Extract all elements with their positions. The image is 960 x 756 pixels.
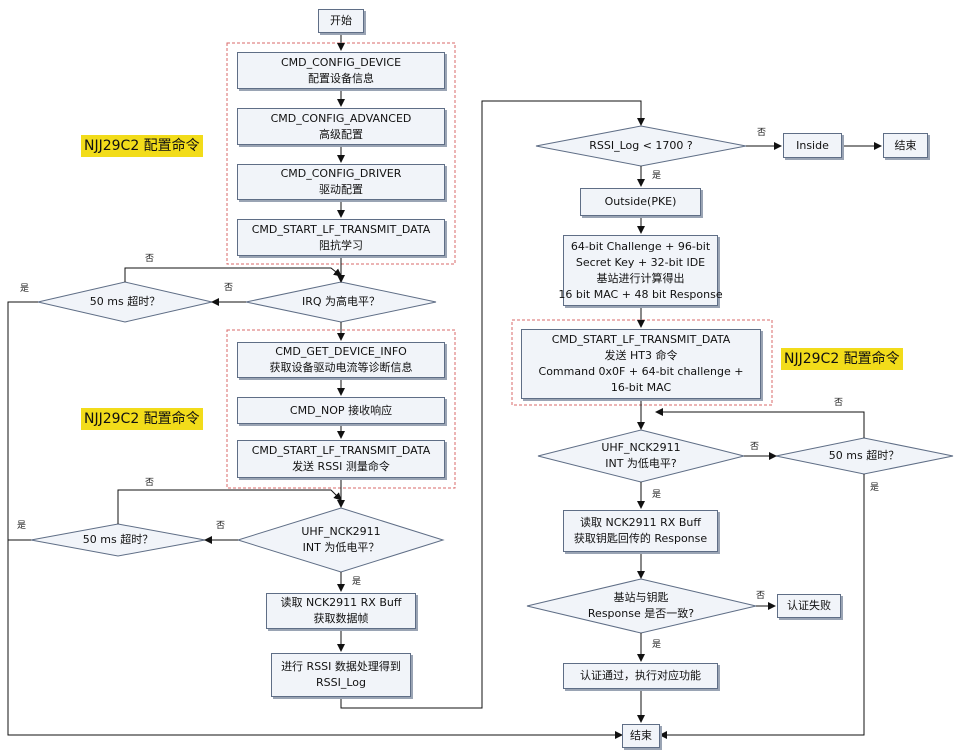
end-bottom-text: 结束: [630, 729, 652, 742]
timeout-1-text: 50 ms 超时？: [89, 295, 161, 308]
start-lf-ht3-line1: CMD_START_LF_TRANSMIT_DATA: [551, 333, 731, 346]
config-device-desc: 配置设备信息: [308, 71, 374, 85]
rssi-yes-label: 是: [652, 171, 662, 181]
config-driver-box: CMD_CONFIG_DRIVER 驱动配置: [237, 164, 445, 200]
config-advanced-desc: 高级配置: [319, 127, 363, 141]
compute-line1: 64-bit Challenge + 96-bit: [570, 239, 711, 253]
start-lf-impedance-desc: 阻抗学习: [319, 238, 363, 252]
config-driver-desc: 驱动配置: [319, 183, 363, 196]
auth-fail-box: 认证失败: [777, 594, 841, 618]
read-key-response-line2: 获取钥匙回传的 Response: [573, 532, 708, 545]
start-lf-ht3-line4: 16-bit MAC: [610, 381, 672, 394]
timeout2-yes-label: 是: [17, 521, 27, 531]
start-lf-impedance-cmd: CMD_START_LF_TRANSMIT_DATA: [251, 222, 431, 236]
get-device-info-box: CMD_GET_DEVICE_INFO 获取设备驱动电流等诊断信息: [237, 342, 445, 378]
config-advanced-box: CMD_CONFIG_ADVANCED 高级配置: [237, 108, 445, 145]
irq-no-label: 否: [224, 283, 234, 293]
get-device-info-desc: 获取设备驱动电流等诊断信息: [269, 361, 413, 374]
uhf-int-right-label: UHF_NCK2911 INT 为低电平?: [571, 440, 711, 472]
uhf-right-yes-label: 是: [652, 490, 662, 500]
start-lf-ht3-line3: Command 0x0F + 64-bit challenge +: [538, 365, 744, 378]
nop-text: CMD_NOP 接收响应: [289, 403, 393, 417]
start-node: 开始: [318, 9, 364, 33]
compute-box: 64-bit Challenge + 96-bit Secret Key + 3…: [558, 235, 723, 306]
irq-high-text: IRQ 为高电平？: [301, 295, 381, 308]
end-box-top: 结束: [883, 133, 928, 158]
compare-line2: Response 是否一致?: [587, 607, 695, 620]
nop-box: CMD_NOP 接收响应: [237, 397, 445, 424]
rssi-no-label: 否: [757, 128, 767, 138]
uhf-right-no-label: 否: [750, 442, 760, 452]
timeout2-no-label: 否: [145, 478, 155, 488]
start-lf-rssi-box: CMD_START_LF_TRANSMIT_DATA 发送 RSSI 测量命令: [237, 440, 445, 478]
rssi-process-line2: RSSI_Log: [316, 676, 366, 689]
timeout-1-label: 50 ms 超时？: [60, 294, 190, 310]
uhf-int-left-line2: INT 为低电平？: [302, 541, 380, 554]
rssi-process-box: 进行 RSSI 数据处理得到 RSSI_Log: [271, 653, 411, 697]
outside-box: Outside(PKE): [580, 188, 701, 216]
start-label: 开始: [330, 14, 352, 27]
end-box-bottom: 结束: [622, 724, 660, 748]
timeout1-yes-label: 是: [20, 284, 30, 294]
uhf-int-left-line1: UHF_NCK2911: [301, 525, 381, 538]
rssi-check-text: RSSI_Log < 1700 ?: [589, 139, 693, 152]
uhf-int-left-label: UHF_NCK2911 INT 为低电平？: [271, 524, 411, 556]
uhf-int-right-line1: UHF_NCK2911: [601, 441, 681, 454]
timeout-right-text: 50 ms 超时？: [828, 449, 900, 462]
start-lf-impedance-box: CMD_START_LF_TRANSMIT_DATA 阻抗学习: [237, 219, 445, 256]
outside-text: Outside(PKE): [604, 195, 677, 208]
compare-no-label: 否: [756, 591, 766, 601]
timeout-right-label: 50 ms 超时？: [799, 448, 929, 464]
uhf-int-right-line2: INT 为低电平?: [605, 457, 677, 470]
njj29c2-config-tag-1: NJJ29C2 配置命令: [81, 135, 203, 157]
timeout-2-label: 50 ms 超时？: [53, 532, 183, 548]
read-key-response-line1: 读取 NCK2911 RX Buff: [580, 516, 701, 529]
config-device-cmd: CMD_CONFIG_DEVICE: [280, 55, 402, 69]
timeout-1-diamond: [37, 281, 213, 323]
compute-line4: 16 bit MAC + 48 bit Response: [558, 287, 723, 301]
uhf-left-no-label: 否: [216, 521, 226, 531]
config-driver-cmd: CMD_CONFIG_DRIVER: [280, 167, 402, 180]
config-device-box: CMD_CONFIG_DEVICE 配置设备信息: [237, 52, 445, 89]
timeout1-no-label: 否: [145, 254, 155, 264]
compute-line2: Secret Key + 32-bit IDE: [575, 255, 706, 269]
njj29c2-config-tag-2: NJJ29C2 配置命令: [81, 408, 203, 430]
start-lf-rssi-desc: 发送 RSSI 测量命令: [292, 460, 390, 473]
end-top-text: 结束: [894, 138, 917, 152]
read-rx-buff-line1: 读取 NCK2911 RX Buff: [280, 596, 402, 609]
start-lf-ht3-box: CMD_START_LF_TRANSMIT_DATA 发送 HT3 命令 Com…: [521, 329, 761, 399]
timeout-2-diamond: [30, 523, 206, 557]
auth-pass-box: 认证通过，执行对应功能: [563, 663, 718, 689]
compute-line3: 基站进行计算得出: [596, 271, 685, 285]
timeout-right-yes-label: 是: [870, 483, 880, 493]
start-lf-ht3-line2: 发送 HT3 命令: [604, 349, 678, 362]
get-device-info-cmd: CMD_GET_DEVICE_INFO: [275, 345, 407, 358]
auth-fail-text: 认证失败: [787, 599, 831, 612]
timeout-right-no-label: 否: [834, 398, 844, 408]
auth-pass-text: 认证通过，执行对应功能: [580, 669, 701, 682]
rssi-check-label: RSSI_Log < 1700 ?: [571, 138, 711, 154]
start-lf-rssi-cmd: CMD_START_LF_TRANSMIT_DATA: [251, 444, 431, 457]
rssi-process-line1: 进行 RSSI 数据处理得到: [281, 660, 401, 673]
timeout-2-text: 50 ms 超时？: [82, 533, 154, 546]
read-key-response-box: 读取 NCK2911 RX Buff 获取钥匙回传的 Response: [563, 510, 718, 552]
compare-yes-label: 是: [652, 640, 662, 650]
inside-box: Inside: [783, 133, 842, 158]
uhf-left-yes-label: 是: [352, 577, 362, 587]
read-rx-buff-box: 读取 NCK2911 RX Buff 获取数据帧: [266, 593, 416, 629]
read-rx-buff-line2: 获取数据帧: [313, 612, 369, 625]
irq-high-label: IRQ 为高电平？: [271, 294, 411, 310]
config-advanced-cmd: CMD_CONFIG_ADVANCED: [270, 111, 412, 125]
compare-label: 基站与钥匙 Response 是否一致?: [571, 590, 711, 622]
njj29c2-config-tag-3: NJJ29C2 配置命令: [781, 348, 903, 370]
compare-line1: 基站与钥匙: [613, 591, 669, 604]
inside-text: Inside: [796, 138, 829, 152]
